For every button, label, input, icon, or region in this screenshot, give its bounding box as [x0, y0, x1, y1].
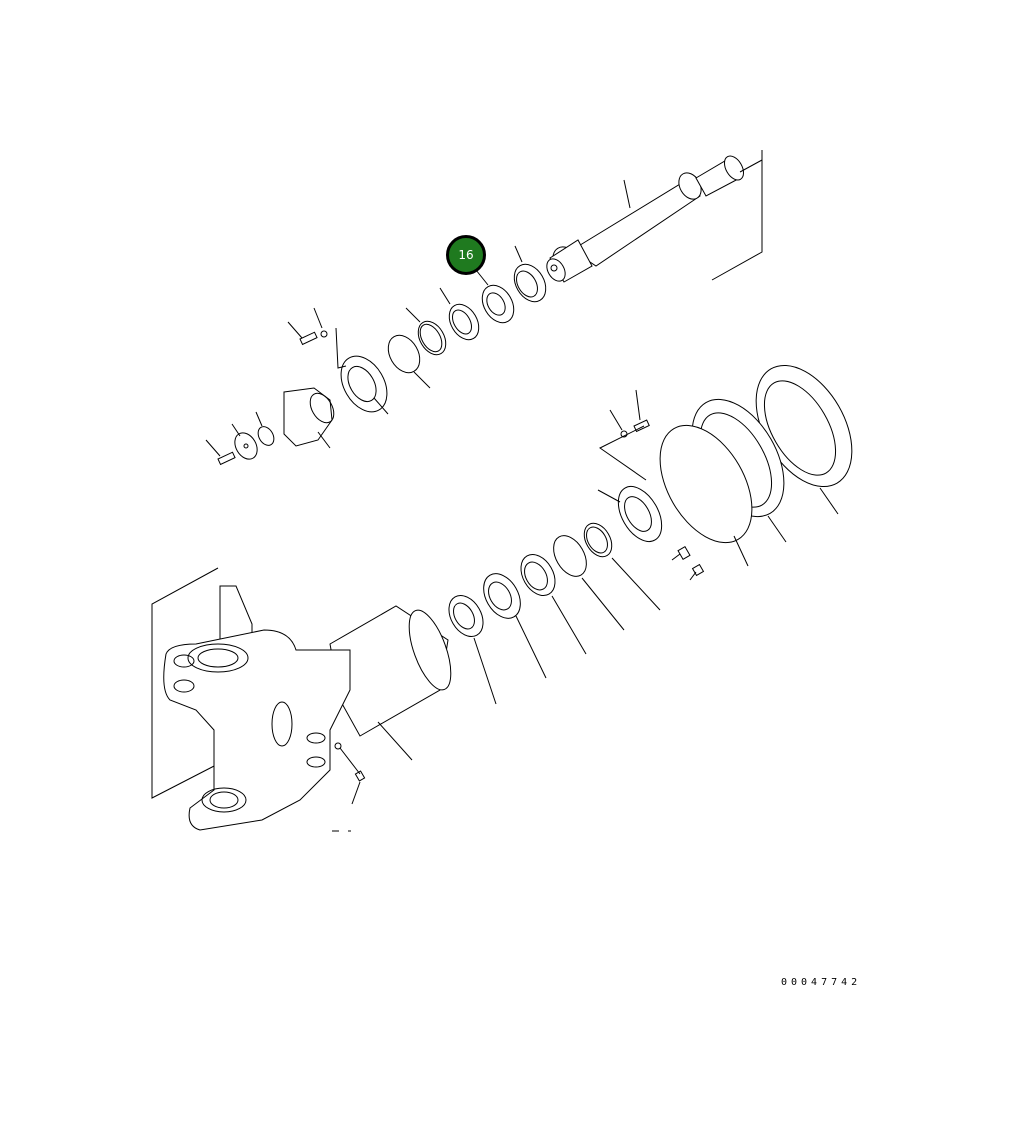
- bearing-lower-inner[interactable]: [442, 589, 497, 705]
- yoke-flange[interactable]: [283, 387, 339, 449]
- plug[interactable]: [671, 545, 705, 581]
- snap-ring[interactable]: [405, 307, 451, 360]
- callout-label: 16: [458, 248, 474, 262]
- o-ring-lower[interactable]: [547, 530, 625, 631]
- bearing-outer[interactable]: [508, 245, 552, 307]
- bolt[interactable]: [287, 321, 318, 346]
- bolt-pair[interactable]: [599, 389, 650, 481]
- axle-shaft[interactable]: [543, 150, 763, 284]
- retainer-washer[interactable]: [230, 423, 261, 463]
- axle-housing[interactable]: [151, 567, 459, 831]
- callout-leader-16: [475, 269, 489, 286]
- retaining-ring[interactable]: [579, 518, 661, 611]
- bearing-cage[interactable]: [476, 280, 520, 329]
- bearing-inner[interactable]: [439, 287, 485, 345]
- callout-badge-16[interactable]: 16: [446, 235, 486, 275]
- drawing-number: 00047742: [781, 977, 862, 988]
- seal-cover[interactable]: [597, 479, 671, 549]
- o-ring-small[interactable]: [255, 411, 277, 448]
- seal-ring-large[interactable]: [641, 410, 771, 567]
- o-ring[interactable]: [382, 330, 431, 389]
- bearing-lower-outer[interactable]: [514, 548, 587, 655]
- bearing-lower-cage[interactable]: [476, 567, 547, 679]
- cover-plate[interactable]: [332, 327, 397, 420]
- washer[interactable]: [313, 307, 328, 338]
- grease-fitting[interactable]: [334, 742, 366, 805]
- bolt-small[interactable]: [205, 439, 236, 466]
